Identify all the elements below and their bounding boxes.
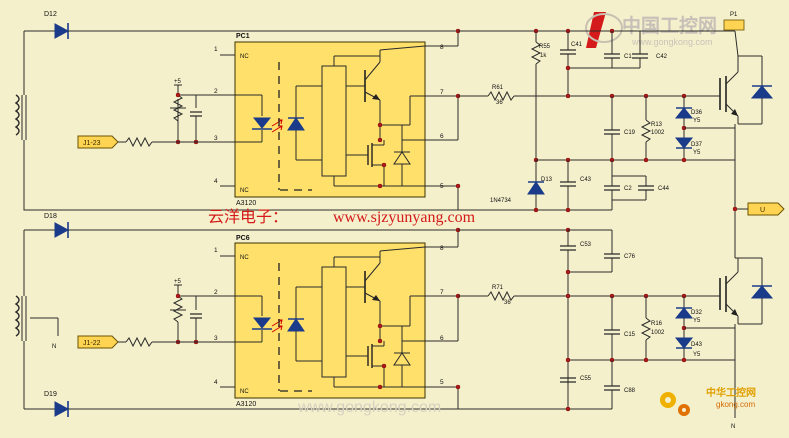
label-plus5-upper: +5 (174, 79, 182, 85)
label-d18: D18 (44, 213, 57, 220)
diode-d12: D12 (44, 11, 70, 39)
svg-text:C1: C1 (624, 54, 632, 60)
svg-text:C42: C42 (656, 54, 668, 60)
svg-text:R71: R71 (492, 285, 504, 291)
svg-text:1002: 1002 (651, 130, 665, 136)
svg-text:C53: C53 (580, 242, 592, 248)
svg-text:NC: NC (240, 54, 249, 60)
svg-text:J1-22: J1-22 (83, 340, 101, 347)
label-n-right: N (731, 424, 735, 430)
svg-text:C76: C76 (624, 254, 636, 260)
watermark-red-cn: 云洋电子： (208, 207, 288, 226)
svg-text:R13: R13 (651, 122, 663, 128)
svg-text:P1: P1 (730, 12, 738, 18)
svg-text:1k: 1k (540, 53, 547, 59)
resistor-r55 (530, 41, 542, 65)
svg-text:R16: R16 (651, 321, 663, 327)
label-d12: D12 (44, 11, 57, 18)
svg-text:C44: C44 (658, 186, 670, 192)
watermark-corner-logo: 中华工控网 gkong.com (660, 386, 756, 416)
svg-text:1002: 1002 (651, 330, 665, 336)
igbt-p1: P1 (719, 12, 774, 125)
transformer-lower (14, 295, 27, 341)
label-pc1-part: A3120 (236, 200, 256, 207)
svg-text:1: 1 (214, 247, 218, 254)
svg-text:36: 36 (504, 300, 511, 306)
svg-text:D13: D13 (541, 177, 553, 183)
watermark-bottom-url: www.gongkong.com (297, 399, 441, 416)
watermark-corner-cn: 中华工控网 (706, 386, 756, 399)
svg-text:4: 4 (214, 379, 218, 386)
svg-text:C15: C15 (624, 332, 636, 338)
diode-d18: D18 (44, 213, 70, 238)
svg-text:U: U (760, 207, 765, 214)
svg-text:D32: D32 (691, 310, 703, 316)
label-pc6-part: A3120 (236, 401, 256, 408)
svg-text:3: 3 (214, 335, 218, 342)
svg-text:Y5: Y5 (693, 352, 701, 358)
svg-text:NC: NC (240, 188, 249, 194)
resistor-r71 (487, 290, 515, 302)
svg-text:R61: R61 (492, 85, 504, 91)
svg-text:7: 7 (440, 89, 444, 96)
label-d19: D19 (44, 391, 57, 398)
svg-text:NC: NC (240, 255, 249, 261)
watermark-top-url: www.gongkong.com (631, 37, 713, 47)
svg-text:5: 5 (440, 379, 444, 386)
svg-text:3: 3 (214, 135, 218, 142)
svg-text:C55: C55 (580, 376, 592, 382)
transformer-upper (14, 94, 27, 140)
svg-text:2: 2 (214, 88, 218, 95)
label-pc1: PC1 (236, 33, 250, 40)
watermark-top-logo: 中国工控网 www.gongkong.com (585, 12, 717, 48)
watermark-top-cn: 中国工控网 (622, 14, 717, 37)
resistor-r61 (487, 90, 515, 102)
svg-text:C43: C43 (580, 177, 592, 183)
svg-text:Y5: Y5 (693, 118, 701, 124)
igbt-lower (719, 257, 774, 325)
resistor-r13 (640, 119, 652, 143)
svg-text:R55: R55 (539, 44, 551, 50)
diode-d19: D19 (44, 391, 70, 417)
svg-text:8: 8 (440, 44, 444, 51)
svg-text:C88: C88 (624, 388, 636, 394)
label-plus5-lower: +5 (174, 279, 182, 285)
svg-text:6: 6 (440, 133, 444, 140)
svg-text:1: 1 (214, 46, 218, 53)
svg-text:J1-23: J1-23 (83, 140, 101, 147)
svg-text:C41: C41 (571, 42, 583, 48)
connector-j1-22: J1-22 (77, 335, 119, 349)
svg-text:8: 8 (440, 245, 444, 252)
svg-text:D37: D37 (691, 142, 703, 148)
svg-text:C19: C19 (624, 130, 636, 136)
label-pc6: PC6 (236, 235, 250, 242)
svg-text:D43: D43 (691, 342, 703, 348)
logo-slash-mark (586, 12, 606, 48)
svg-text:NC: NC (240, 389, 249, 395)
watermark-red-url: www.sjzyunyang.com (333, 209, 476, 226)
output-u: U (747, 202, 785, 216)
svg-text:36: 36 (496, 100, 503, 106)
svg-text:D36: D36 (691, 110, 703, 116)
svg-text:7: 7 (440, 289, 444, 296)
resistor-input-upper (125, 136, 153, 148)
resistor-r16 (640, 317, 652, 341)
optocoupler-pc6: PC6 A3120 NC NC 1 2 3 4 5 6 7 8 (214, 235, 444, 408)
logo-ring-mark (585, 13, 623, 43)
connector-j1-23: J1-23 (77, 135, 119, 149)
label-n-left: N (52, 344, 56, 350)
resistor-pullup-lower (172, 295, 184, 323)
svg-text:4: 4 (214, 178, 218, 185)
svg-text:1N4734: 1N4734 (490, 198, 512, 204)
svg-text:Y5: Y5 (693, 150, 701, 156)
svg-text:Y5: Y5 (693, 318, 701, 324)
svg-text:C2: C2 (624, 186, 632, 192)
watermark-corner-url: gkong.com (716, 400, 755, 409)
svg-text:2: 2 (214, 289, 218, 296)
optocoupler-pc1: PC1 A3120 NC NC 1 2 3 4 5 6 7 8 (214, 33, 444, 207)
svg-text:6: 6 (440, 335, 444, 342)
resistor-input-lower (125, 336, 153, 348)
